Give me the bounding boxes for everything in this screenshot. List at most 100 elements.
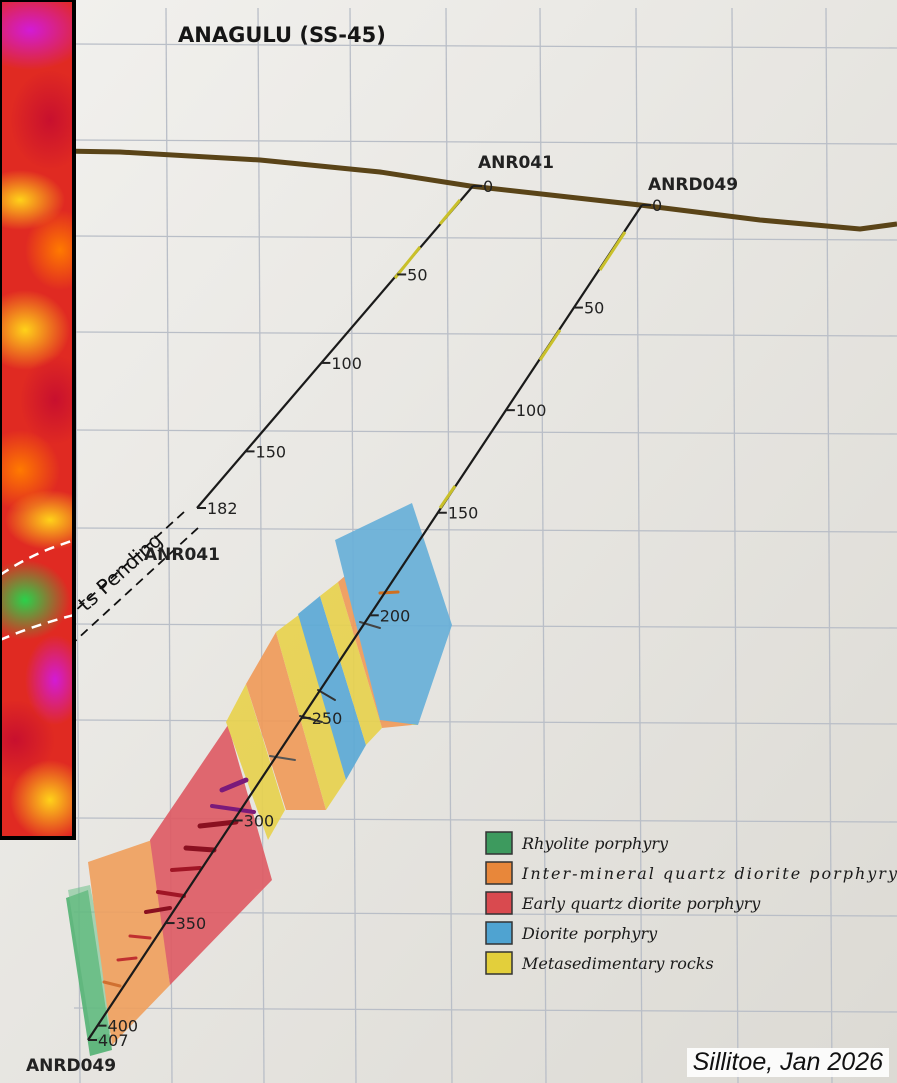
assay-bar: [359, 621, 381, 629]
grid-line-vertical: [825, 7, 833, 1083]
trace-highlight: [438, 199, 462, 225]
grid-line-vertical: [635, 7, 643, 1083]
depth-tick-label: 0: [652, 196, 662, 215]
depth-tick-label: 150: [256, 442, 287, 461]
inset-map-frame: [0, 0, 76, 840]
pending-dash-lower: [73, 527, 199, 643]
band-diorite-narrow: [298, 596, 366, 780]
trace-highlight: [438, 485, 457, 509]
depth-tick-label: 350: [176, 914, 207, 933]
map-blob: [10, 70, 74, 170]
depth-tick-label: 200: [380, 606, 411, 625]
grid-line-horizontal: [73, 429, 897, 435]
band-intermineral-lower: [88, 840, 170, 1045]
depth-tick-label: 182: [207, 499, 238, 518]
assay-bar: [116, 956, 138, 962]
depth-tick-label: 407: [98, 1031, 129, 1050]
depth-tick-label: 400: [108, 1017, 139, 1036]
section-title: ANAGULU (SS-45): [178, 23, 386, 47]
assay-bar: [128, 934, 152, 940]
legend-swatch: [485, 951, 513, 975]
inset-map: [0, 0, 76, 840]
figure-credit: Sillitoe, Jan 2026: [686, 1048, 889, 1077]
end-label-anrd049: ANRD049: [26, 1056, 116, 1076]
assay-bar: [197, 819, 239, 829]
section-grid: [73, 7, 897, 1083]
results-pending-extension: [73, 511, 199, 643]
assay-bar: [102, 980, 122, 988]
map-blob: [0, 700, 55, 780]
depth-tick-label: 0: [483, 177, 493, 196]
trace-highlight: [538, 329, 562, 361]
trace-highlight: [393, 246, 422, 279]
grid-line-vertical: [731, 7, 739, 1083]
end-label-anr041: ANR041: [144, 545, 220, 565]
depth-tick-label: 150: [448, 504, 479, 523]
depth-tick-label: 100: [331, 354, 362, 373]
legend-swatch: [485, 861, 513, 885]
assay-bar: [210, 804, 256, 814]
grid-line-horizontal: [73, 43, 897, 49]
map-blob: [0, 0, 74, 70]
inset-map-texture: [0, 0, 74, 838]
depth-tick-label: 100: [516, 401, 547, 420]
legend-label: Metasedimentary rocks: [521, 954, 714, 973]
legend-label: Diorite porphyry: [521, 924, 658, 943]
legend-swatch: [485, 891, 513, 915]
lithology-bands: [66, 503, 452, 1056]
collar-label-anr041: ANR041: [478, 153, 554, 173]
collar-label-anrd049: ANRD049: [648, 175, 738, 195]
depth-tick-label: 50: [407, 265, 427, 284]
grid-line-vertical: [257, 7, 265, 1083]
map-boundary-line: [0, 613, 74, 642]
grid-line-vertical: [445, 7, 453, 1083]
map-blob: [0, 290, 70, 370]
map-blob: [25, 635, 74, 725]
drill-trace-anr041: [196, 185, 474, 509]
depth-tick-label: 50: [584, 299, 604, 318]
band-diorite-upper: [335, 503, 452, 725]
map-boundary-line: [0, 538, 74, 577]
map-blob: [25, 210, 74, 290]
assay-bar: [269, 755, 296, 761]
grid-line-horizontal: [73, 719, 897, 725]
band-metased-lower: [226, 684, 285, 840]
band-metased-mid: [276, 614, 346, 810]
legend-label: Early quartz diorite porphyry: [521, 894, 761, 913]
depth-tick-label: 300: [244, 811, 275, 830]
legend-label: Rhyolite porphyry: [521, 834, 669, 853]
band-metased-upper: [320, 582, 382, 745]
assay-bar: [144, 906, 172, 914]
grid-line-horizontal: [73, 1007, 897, 1013]
grid-line-horizontal: [73, 139, 897, 145]
grid-line-horizontal: [73, 235, 897, 241]
grid-line-horizontal: [73, 623, 897, 629]
topography-line: [0, 147, 897, 232]
legend-swatch: [485, 921, 513, 945]
grid-line-horizontal: [73, 527, 897, 533]
assay-bars: [102, 590, 400, 988]
trace-highlights: [393, 199, 627, 509]
legend-label: Inter-mineral quartz diorite porphyry: [521, 864, 897, 883]
band-intermineral-mid: [246, 632, 326, 810]
grid-line-vertical: [539, 7, 547, 1083]
assay-bar: [170, 866, 202, 872]
map-blob: [20, 355, 74, 445]
assay-bar: [219, 777, 249, 793]
trace-highlight: [598, 231, 627, 271]
map-blob: [0, 430, 60, 510]
band-rhyolite-porphyry-edge: [68, 885, 118, 1040]
depth-tick-label: 250: [312, 709, 343, 728]
grid-line-horizontal: [73, 331, 897, 337]
legend-swatch: [485, 831, 513, 855]
assay-bar: [156, 890, 186, 898]
assay-bar: [183, 845, 217, 853]
map-blob: [5, 490, 74, 550]
map-blob: [10, 760, 74, 838]
assay-bar: [378, 590, 400, 595]
pending-dash-upper: [73, 511, 185, 613]
assay-bar: [317, 689, 336, 701]
